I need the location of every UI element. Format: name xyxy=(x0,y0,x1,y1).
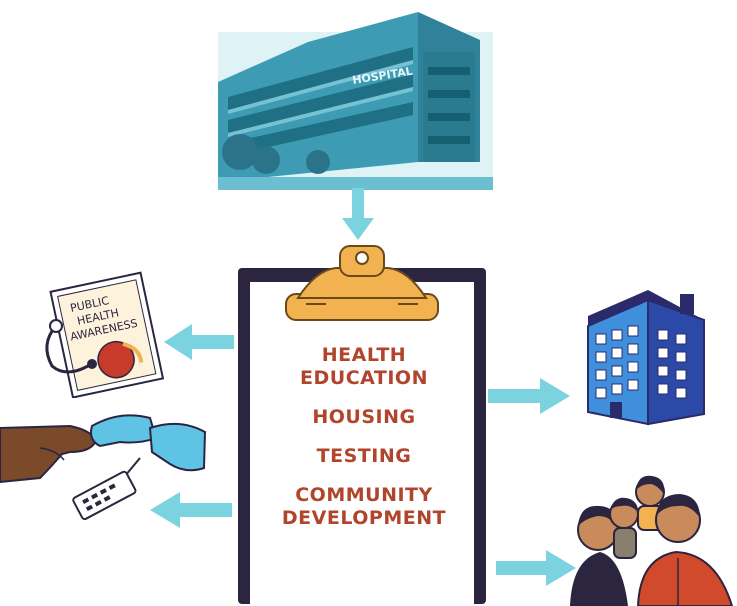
list-item-testing: TESTING xyxy=(252,445,476,468)
apartment-building-illustration xyxy=(580,286,720,426)
clipboard-list: HEALTH EDUCATION HOUSING TESTING COMMUNI… xyxy=(252,344,476,546)
hospital-photo: HOSPITAL xyxy=(218,12,493,190)
left-arrow-icon xyxy=(164,322,234,362)
left-arrow-icon xyxy=(150,490,232,530)
list-item-community-development: COMMUNITY DEVELOPMENT xyxy=(252,484,476,530)
list-item-line: EDUCATION xyxy=(300,367,428,389)
testing-hands-illustration xyxy=(0,408,210,526)
down-arrow-icon xyxy=(339,188,377,242)
list-item-line: DEVELOPMENT xyxy=(281,507,447,529)
clipboard xyxy=(236,240,488,606)
list-item-line: COMMUNITY xyxy=(295,484,433,506)
list-item-health-education: HEALTH EDUCATION xyxy=(252,344,476,390)
list-item-line: TESTING xyxy=(316,445,412,467)
right-arrow-icon xyxy=(488,376,570,416)
list-item-line: HOUSING xyxy=(312,406,416,428)
public-health-awareness-illustration: PUBLIC HEALTH AWARENESS xyxy=(36,266,168,398)
list-item-line: HEALTH xyxy=(321,344,407,366)
family-illustration xyxy=(566,468,734,606)
right-arrow-icon xyxy=(496,548,576,588)
list-item-housing: HOUSING xyxy=(252,406,476,429)
